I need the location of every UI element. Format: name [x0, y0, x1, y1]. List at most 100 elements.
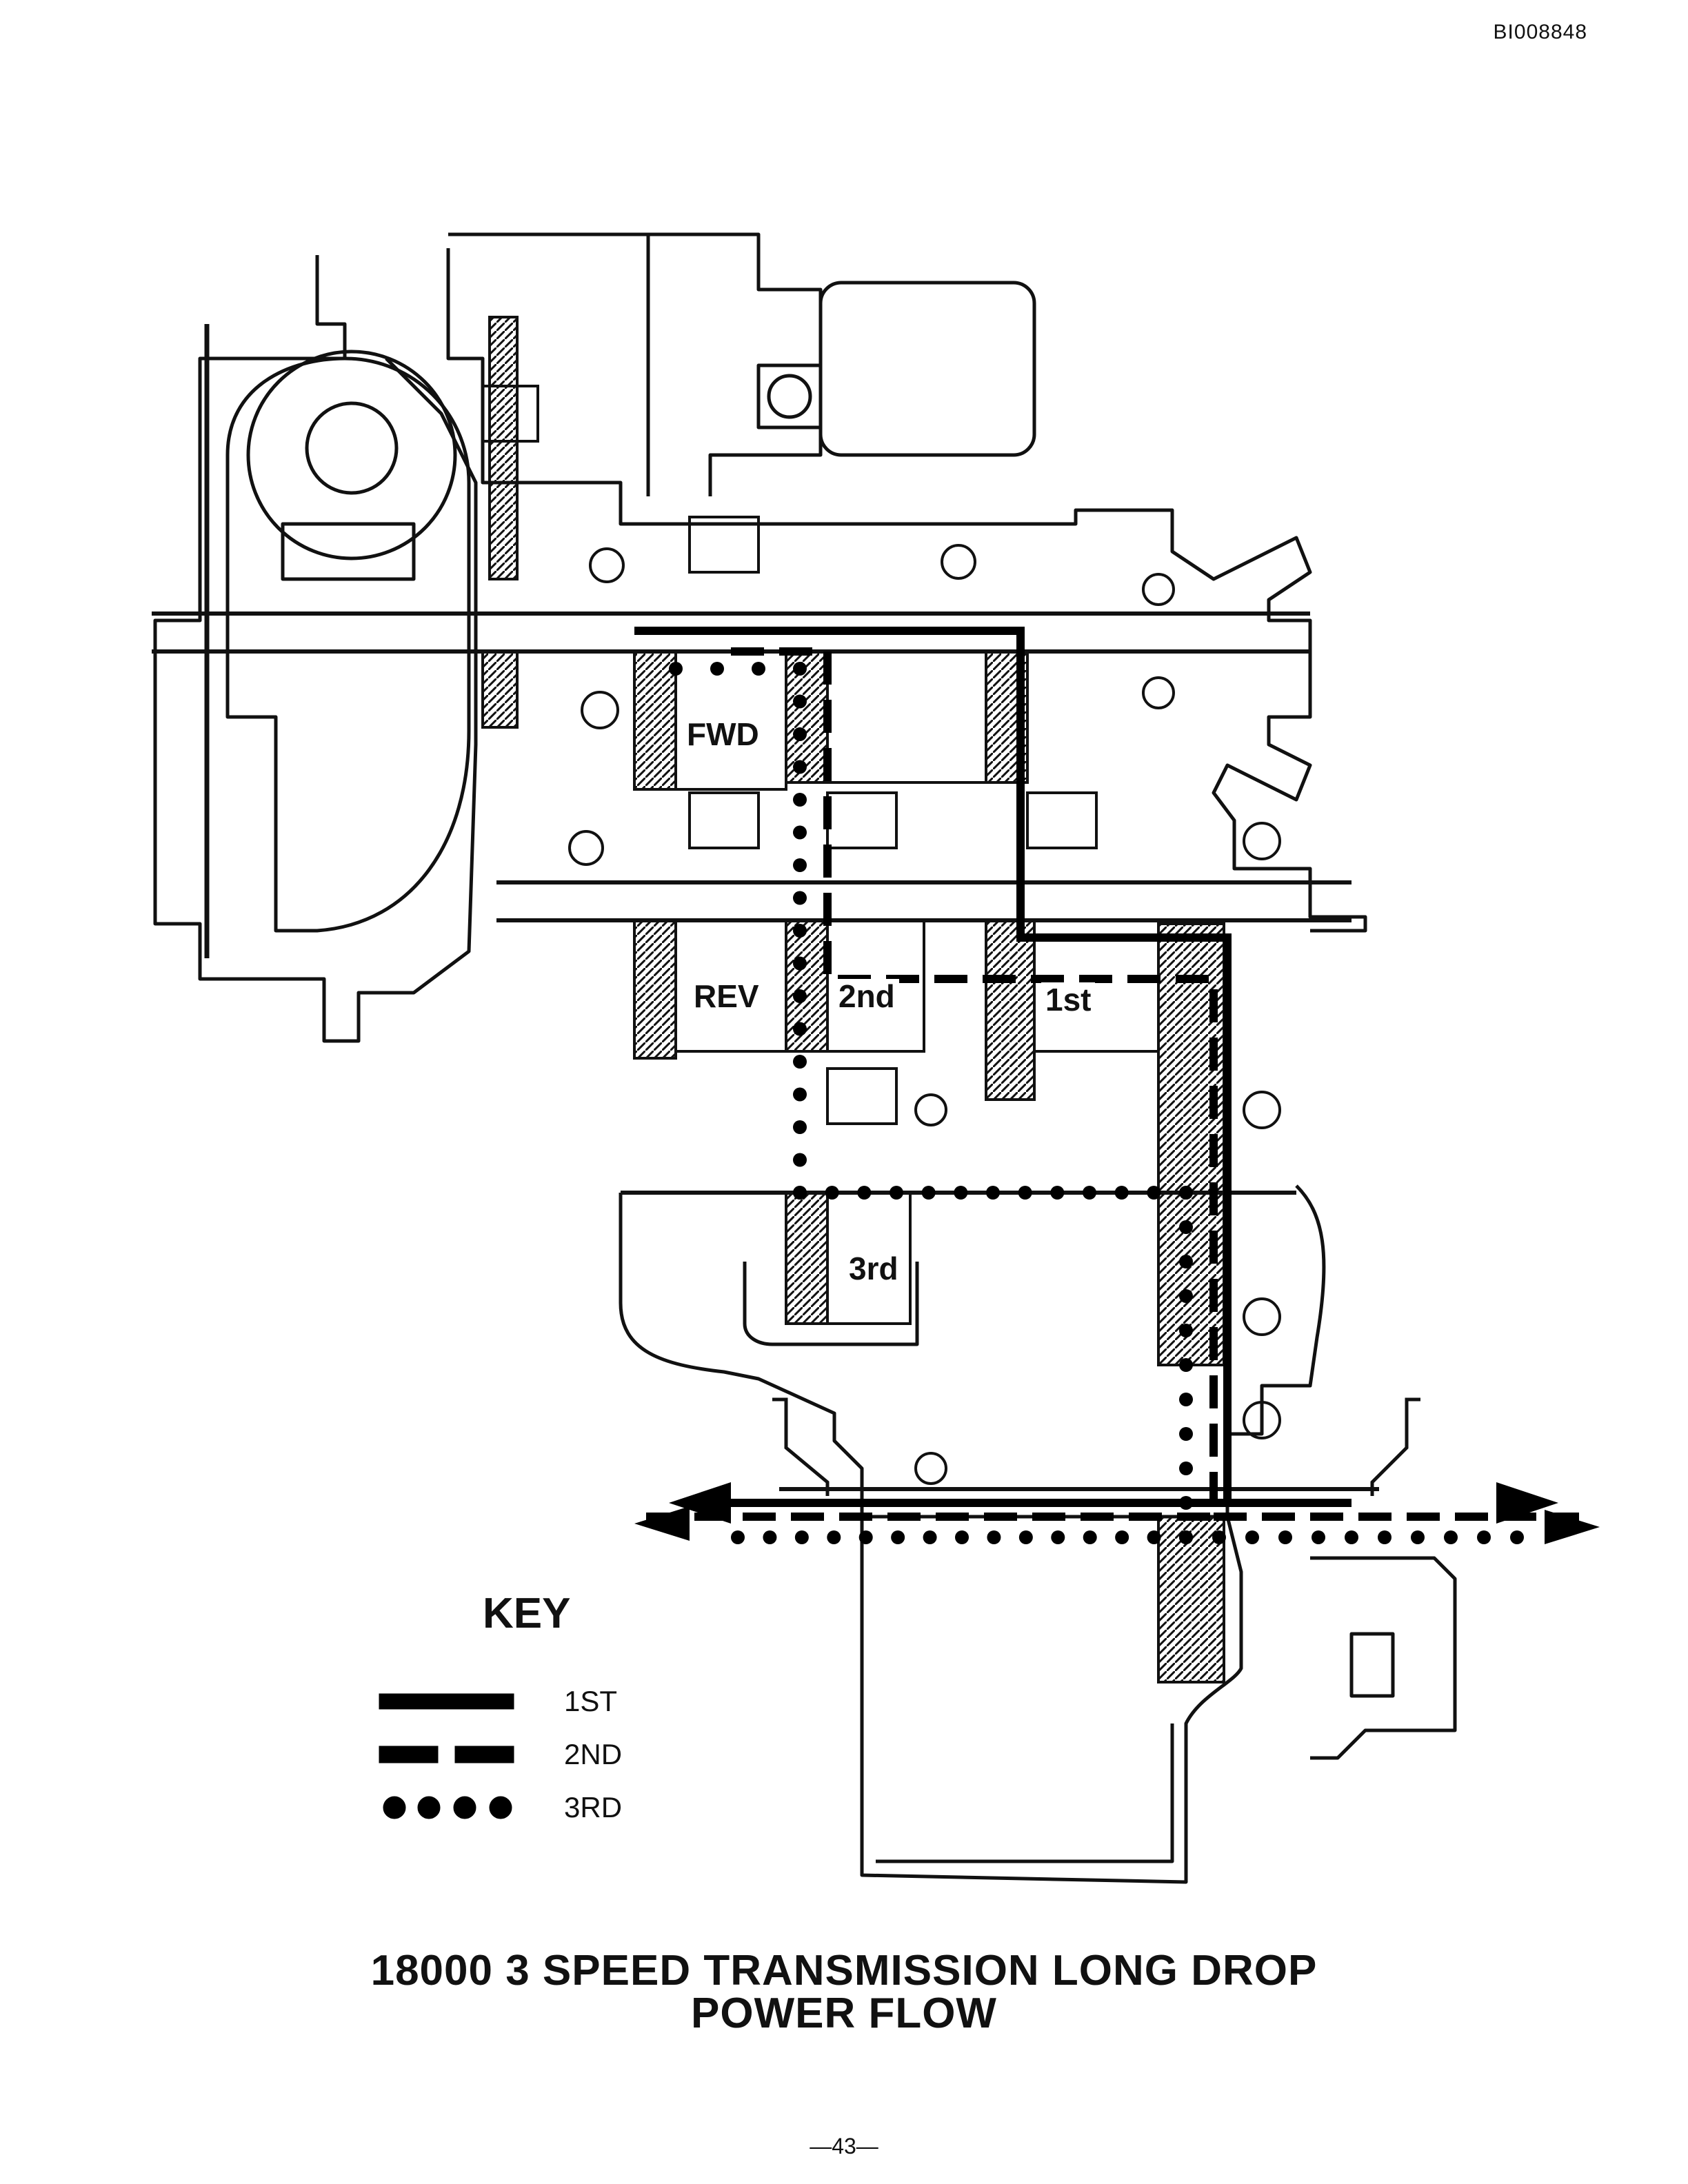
flow-dot-third: [1115, 1530, 1129, 1544]
clutch-rev: [674, 919, 787, 1053]
filter-base: [756, 363, 823, 429]
flow-dot-third: [793, 694, 807, 709]
bearing: [914, 1093, 947, 1126]
flow-dot-third: [1147, 1530, 1161, 1544]
clutch-first-upper: [826, 650, 987, 784]
flow-dot-third: [793, 1153, 807, 1167]
flow-dot-third: [1179, 1186, 1193, 1200]
bearing: [589, 547, 625, 583]
flow-dot-third: [1147, 1186, 1161, 1200]
bearing: [1243, 822, 1281, 860]
flow-dot-third: [1179, 1324, 1193, 1337]
flow-dot-third: [954, 1186, 968, 1200]
page-number: —43—: [810, 2134, 878, 2158]
gear-third: [785, 1191, 829, 1325]
bearing: [1243, 1091, 1281, 1129]
figure-title-line1: 18000 3 SPEED TRANSMISSION LONG DROP: [370, 1947, 1318, 1994]
figure-title-line2: POWER FLOW: [691, 1990, 997, 2037]
output-flange-left: [772, 1397, 830, 1496]
flow-dot-third: [1245, 1530, 1259, 1544]
label-first: 1st: [1041, 982, 1096, 1018]
bearing: [1142, 676, 1175, 709]
flow-dot-third: [921, 1186, 936, 1200]
label-second: 2nd: [834, 979, 899, 1014]
bearing-box: [481, 385, 539, 443]
flow-dot-third: [1179, 1393, 1193, 1406]
flow-dot-third: [1212, 1530, 1226, 1544]
flow-dot-third: [710, 662, 724, 676]
key-swatch-dot: [453, 1796, 476, 1819]
flow-dot-third: [793, 956, 807, 971]
flow-dot-third: [793, 760, 807, 774]
flow-dot-third: [1477, 1530, 1491, 1544]
gear-fwd-left: [633, 650, 677, 791]
gear-output: [1157, 1515, 1225, 1684]
key-item-third: 3RD: [545, 1790, 622, 1825]
flow-dot-third: [1179, 1462, 1193, 1475]
key-swatch-solid: [379, 1693, 514, 1710]
arrowhead-left-second: [634, 1506, 690, 1541]
flow-dot-third: [1179, 1220, 1193, 1234]
bearing: [1243, 1297, 1281, 1336]
flow-dot-third: [923, 1530, 937, 1544]
flow-dot-third: [793, 1022, 807, 1036]
flow-dot-third: [1050, 1186, 1065, 1200]
flow-dot-third: [793, 727, 807, 741]
flow-dot-third: [1179, 1427, 1193, 1441]
flow-dot-third: [1051, 1530, 1065, 1544]
flow-dot-third: [793, 924, 807, 938]
flow-dot-third: [1179, 1289, 1193, 1303]
key-label: 2ND: [564, 1738, 623, 1770]
key-swatch-dashed-b: [454, 1746, 514, 1763]
flow-dot-third: [1179, 1496, 1193, 1510]
bearing-box: [688, 791, 760, 849]
flow-dot-third: [1411, 1530, 1425, 1544]
key-item-first: 1ST: [545, 1684, 617, 1719]
flow-dot-third: [793, 793, 807, 807]
flow-dot-third: [825, 1186, 839, 1200]
flow-dot-third: [1179, 1358, 1193, 1372]
flow-dot-third: [669, 662, 683, 676]
clutch-second: [826, 919, 925, 1053]
output-yoke-right: [1310, 1556, 1457, 1760]
arrowhead-right-second: [1545, 1510, 1600, 1544]
arrowhead-right-first: [1496, 1482, 1558, 1524]
document-id: BI008848: [1493, 21, 1587, 43]
oil-filter: [818, 281, 1036, 457]
flow-dot-third: [1312, 1530, 1325, 1544]
pump-drive-housing: [448, 232, 650, 496]
converter-hub: [305, 401, 399, 495]
bearing: [914, 1452, 947, 1485]
label-fwd: FWD: [683, 717, 763, 752]
flow-dot-third: [794, 1530, 809, 1544]
flow-dot-third: [1345, 1530, 1358, 1544]
flow-dot-third: [1510, 1530, 1524, 1544]
gear-pump: [488, 316, 519, 580]
flow-dot-third: [763, 1530, 777, 1544]
flow-dot-third: [793, 825, 807, 840]
label-third: 3rd: [845, 1251, 903, 1286]
flow-dot-third: [1083, 1186, 1096, 1200]
flow-dot-third: [1179, 1530, 1193, 1544]
key-swatch-dashed-a: [379, 1746, 439, 1763]
flow-dot-third: [1114, 1186, 1129, 1200]
flow-dot-third: [1378, 1530, 1391, 1544]
flow-dot-third: [793, 662, 807, 676]
key-swatch-dot: [417, 1796, 441, 1819]
flow-path-first: [634, 627, 1352, 1507]
flow-dot-third: [1083, 1530, 1097, 1544]
output-flange-right: [1370, 1397, 1420, 1496]
arrowhead-left-first: [669, 1482, 731, 1524]
key-item-second: 2ND: [545, 1737, 622, 1772]
converter-cover: [225, 356, 471, 933]
flow-dot-third: [1278, 1530, 1292, 1544]
flow-dot-third: [987, 1530, 1001, 1544]
flow-dot-third: [827, 1530, 841, 1544]
flow-dot-third: [793, 858, 807, 872]
flow-dot-third: [793, 989, 807, 1003]
flow-dot-third: [793, 1055, 807, 1069]
bearing: [1243, 1401, 1281, 1439]
flow-dot-third: [1444, 1530, 1458, 1544]
bearing-box: [688, 516, 760, 574]
